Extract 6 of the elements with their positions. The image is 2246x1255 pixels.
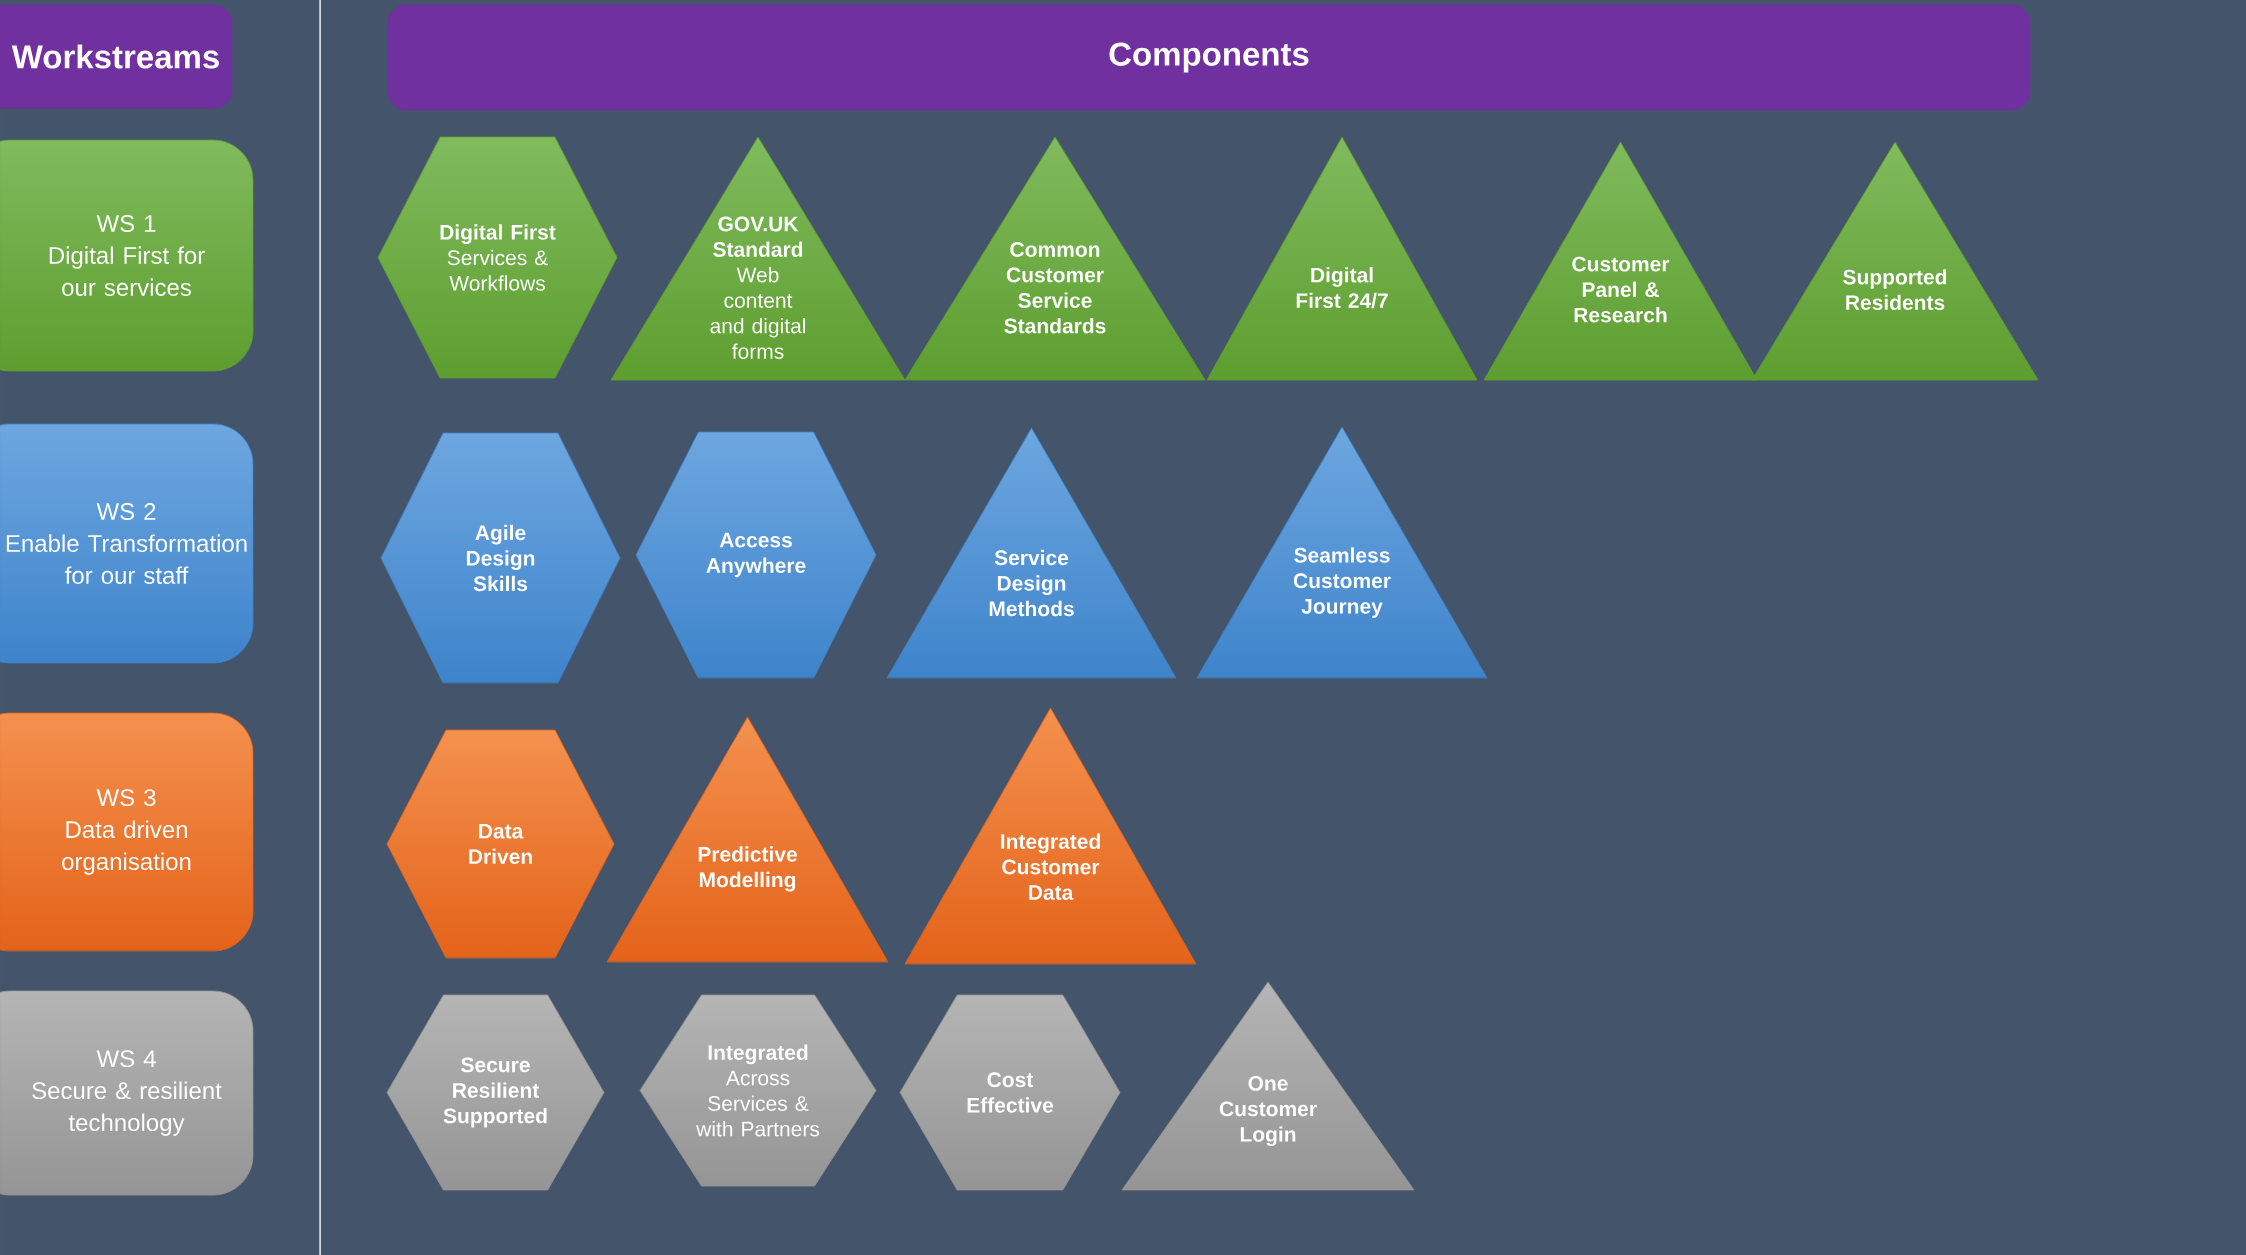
header-banner: Components: [387, 4, 2031, 111]
workstream-box: WS 2 Enable Transformation for our staff: [0, 423, 254, 664]
header-banner: Workstreams: [0, 4, 233, 109]
workstream-box: WS 1 Digital First for our services: [0, 139, 254, 372]
workstream-box: WS 3 Data driven organisation: [0, 712, 254, 952]
workstream-box: WS 4 Secure & resilient technology: [0, 990, 254, 1196]
